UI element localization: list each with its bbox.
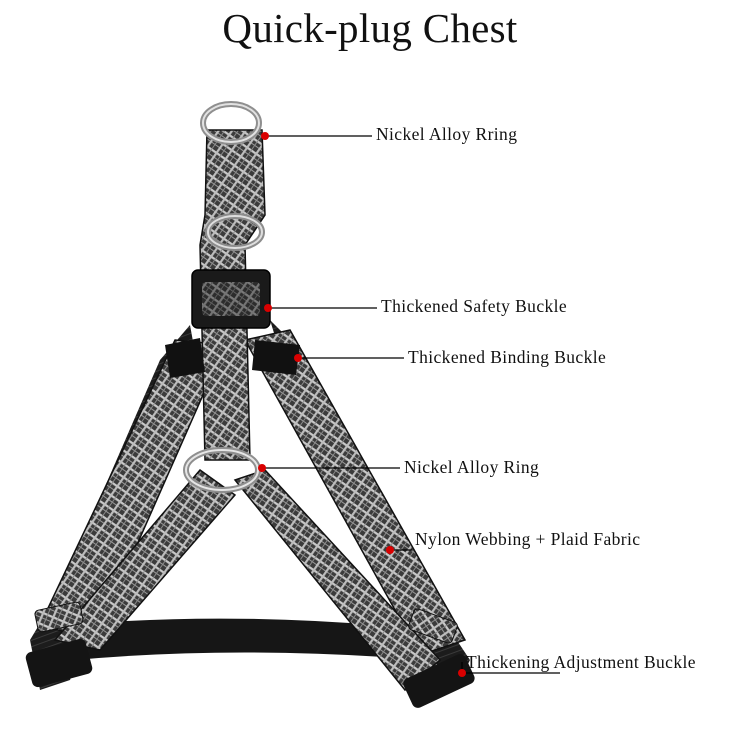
callout-lines bbox=[258, 132, 560, 677]
binding-buckle bbox=[165, 338, 205, 378]
callout-marker bbox=[261, 132, 269, 140]
callout-marker bbox=[294, 354, 302, 362]
callout-marker bbox=[386, 546, 394, 554]
chest-webbing bbox=[70, 618, 430, 660]
callout-marker bbox=[458, 669, 466, 677]
diagram-title: Quick-plug Chest bbox=[222, 5, 518, 51]
callout-label-adjustment-buckle: Thickening Adjustment Buckle bbox=[466, 652, 696, 672]
callout-label-binding-buckle: Thickened Binding Buckle bbox=[408, 347, 607, 367]
callout-label-safety-buckle: Thickened Safety Buckle bbox=[381, 296, 568, 316]
left-adjustment-buckle bbox=[25, 638, 93, 688]
lower-left-strap bbox=[53, 468, 237, 651]
right-plaid-strap bbox=[243, 329, 467, 656]
callout-marker bbox=[258, 464, 266, 472]
dog-harness-illustration bbox=[25, 101, 475, 708]
callout-label-lower-ring: Nickel Alloy Ring bbox=[404, 457, 540, 477]
callout-marker bbox=[264, 304, 272, 312]
right-adjustment-buckle bbox=[403, 654, 475, 708]
callout-label-webbing: Nylon Webbing + Plaid Fabric bbox=[415, 529, 641, 549]
callout-label-top-ring: Nickel Alloy Rring bbox=[376, 124, 518, 144]
